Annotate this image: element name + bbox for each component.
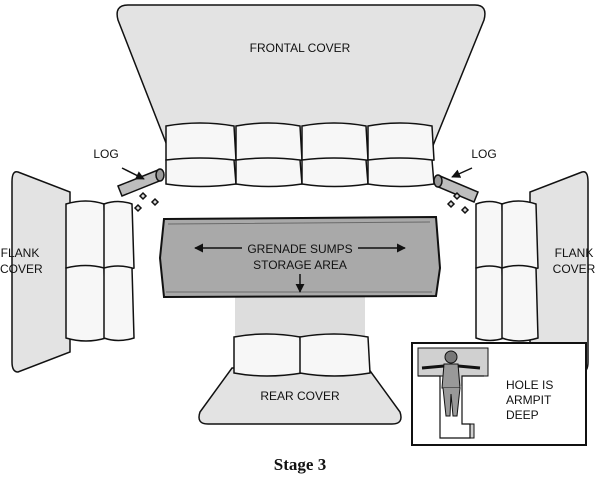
- sandbag: [65, 264, 107, 342]
- sandbag: [165, 157, 237, 188]
- flank-right-label-line1: FLANK: [554, 246, 594, 260]
- sandbag: [475, 265, 505, 342]
- log-left-label: LOG: [93, 147, 119, 161]
- frontal-cover-label: FRONTAL COVER: [249, 41, 351, 55]
- sandbag: [65, 200, 107, 272]
- sandbag: [367, 122, 435, 164]
- sandbag: [501, 200, 539, 272]
- sandbag: [301, 157, 369, 188]
- storage-area-label: STORAGE AREA: [253, 258, 347, 272]
- sandbag: [501, 264, 539, 342]
- sandbag: [103, 200, 135, 272]
- sandbag: [233, 333, 303, 377]
- right-flank-sandbags: [475, 200, 539, 342]
- hole-label-line1: HOLE IS: [506, 378, 554, 392]
- rear-sandbags: [233, 333, 371, 377]
- right-log: [433, 174, 479, 215]
- left-flank-cover-area: [11, 170, 71, 373]
- hole-depth-inset: [411, 342, 587, 446]
- flank-left-label-line2: COVER: [0, 262, 43, 276]
- sandbag: [235, 122, 303, 164]
- frontal-sandbags: [165, 122, 435, 188]
- figure-caption: Stage 3: [273, 455, 327, 474]
- log-right-label: LOG: [471, 147, 497, 161]
- rear-cover-label: REAR COVER: [260, 389, 340, 403]
- sandbag: [367, 157, 435, 188]
- grenade-sumps-label: GRENADE SUMPS: [247, 242, 353, 256]
- storage-pit: [158, 215, 442, 299]
- sandbag: [475, 200, 505, 272]
- flank-right-label-line2: COVER: [552, 262, 596, 276]
- log-left-arrow: [121, 167, 145, 180]
- rear-cover-area: [198, 367, 402, 425]
- sandbag: [165, 122, 237, 164]
- sandbag: [103, 265, 135, 342]
- sandbag: [235, 157, 303, 188]
- left-flank-sandbags: [65, 200, 135, 342]
- left-log: [117, 168, 165, 213]
- hole-label-line3: DEEP: [506, 408, 539, 422]
- log-right-arrow: [451, 167, 473, 178]
- hole-label-line2: ARMPIT: [506, 393, 552, 407]
- sandbag: [299, 333, 371, 377]
- flank-left-label-line1: FLANK: [0, 246, 40, 260]
- sandbag: [301, 122, 369, 164]
